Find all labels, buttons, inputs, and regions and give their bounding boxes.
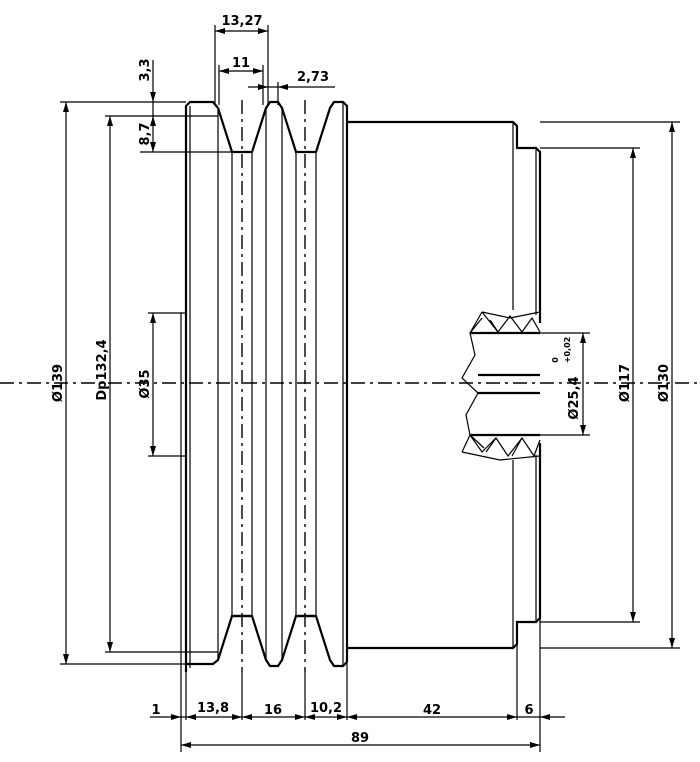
dim-outer-diameter: Ø139 <box>51 364 66 402</box>
extension-lines <box>60 25 680 752</box>
hub-left-recess <box>180 312 186 457</box>
dim-chain-6: 6 <box>524 703 533 718</box>
pulley-rim-top <box>184 100 349 672</box>
bore-section <box>461 311 541 461</box>
dim-groove-top-width: 11 <box>232 56 250 71</box>
dim-pitch-diameter: Dp132,4 <box>95 339 110 400</box>
dim-body-diameter: Ø130 <box>657 364 672 402</box>
dim-chain-4: 10,2 <box>310 701 342 716</box>
dim-overall-length: 89 <box>351 731 369 746</box>
dim-bore-diameter: Ø25,4 <box>567 376 582 419</box>
dim-bore-tol-lower: 0 <box>551 357 560 363</box>
arrowheads <box>63 28 675 748</box>
dim-chain-5: 42 <box>423 703 441 718</box>
dim-hub-recess-diameter: Ø35 <box>138 369 153 398</box>
dim-chain-2: 13,8 <box>197 701 229 716</box>
hub-body <box>347 120 542 650</box>
dim-chain-3: 16 <box>264 703 282 718</box>
dim-groove-depth: 8,7 <box>138 122 153 145</box>
dim-groove-pitch: 13,27 <box>221 14 262 29</box>
dim-hub-diameter: Ø117 <box>618 364 633 402</box>
dim-chain-1: 1 <box>151 703 160 718</box>
dim-rim-top-offset: 3,3 <box>138 58 153 81</box>
dim-groove-gap: 2,73 <box>297 70 329 85</box>
pulley-rim-bottom <box>186 614 348 668</box>
dim-bore-tol-upper: +0,02 <box>563 337 572 363</box>
